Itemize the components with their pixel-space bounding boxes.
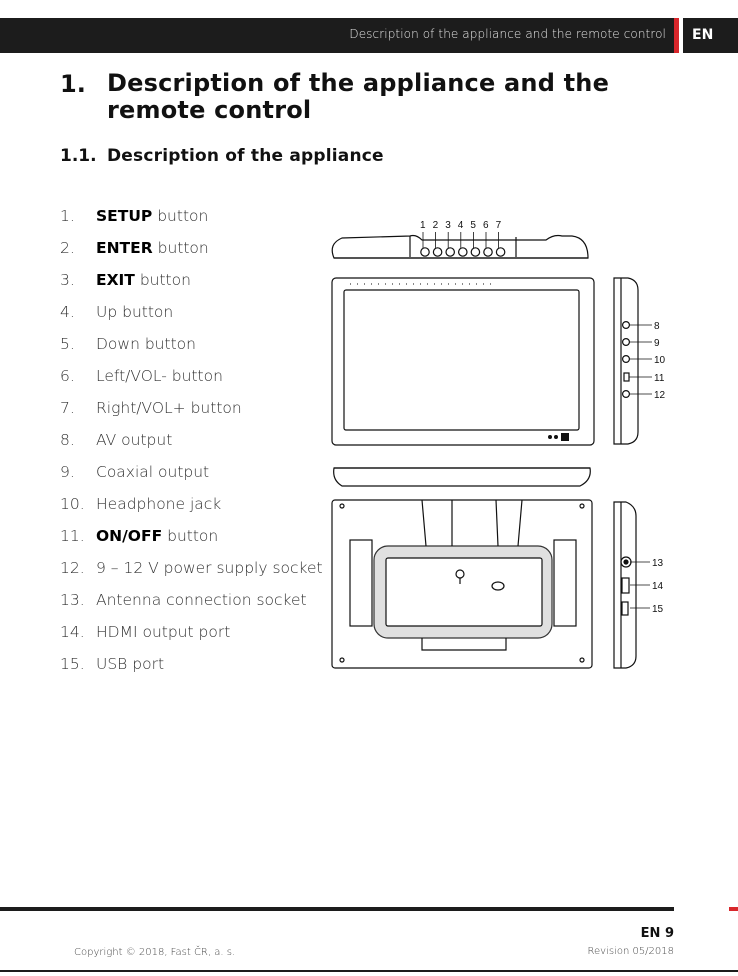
list-item-label: Right/VOL+ button — [96, 399, 242, 417]
callout-label: 13 — [652, 558, 664, 569]
list-item-text: AV output — [96, 431, 173, 449]
list-item-text: Left/VOL- button — [96, 367, 223, 385]
list-item-label: Up button — [96, 303, 173, 321]
list-item-text: button — [152, 207, 209, 225]
list-item-label: Headphone jack — [96, 495, 221, 513]
side-port-mark — [622, 338, 631, 347]
callout-label: 5 — [470, 220, 476, 231]
list-item-text: button — [152, 239, 209, 257]
callout-label: 7 — [496, 220, 502, 231]
list-item-text: HDMI output port — [96, 623, 231, 641]
side-switch-mark — [623, 372, 630, 382]
top-button-mark — [445, 247, 455, 257]
callout-label: 4 — [458, 220, 464, 231]
list-item-number: 12. — [60, 559, 85, 577]
callout-label: 2 — [433, 220, 439, 231]
list-item-bold: SETUP — [96, 207, 153, 225]
callout-label: 1 — [420, 220, 426, 231]
list-item-text: Down button — [96, 335, 196, 353]
list-item-label: ON/OFF button — [96, 527, 218, 545]
side-port-mark — [622, 390, 631, 399]
list-item-number: 1. — [60, 207, 75, 225]
top-view-drawing — [331, 232, 589, 259]
list-item-label: USB port — [96, 655, 164, 673]
list-item-number: 14. — [60, 623, 85, 641]
list-item-number: 5. — [60, 335, 75, 353]
list-item-number: 7. — [60, 399, 75, 417]
callout-label: 8 — [654, 321, 660, 332]
list-item-text: 9 – 12 V power supply socket — [96, 559, 323, 577]
list-item-bold: ON/OFF — [96, 527, 163, 545]
top-button-mark — [483, 247, 493, 257]
callout-label: 15 — [652, 604, 664, 615]
list-item-number: 2. — [60, 239, 75, 257]
list-item-label: Down button — [96, 335, 196, 353]
list-item-label: Antenna connection socket — [96, 591, 307, 609]
list-item-label: Coaxial output — [96, 463, 209, 481]
callout-label: 12 — [654, 390, 666, 401]
revision-text: Revision 05/2018 — [587, 946, 674, 957]
bottom-view-drawing — [333, 467, 591, 487]
header-bar: Description of the appliance and the rem… — [0, 18, 674, 53]
list-item-text: Antenna connection socket — [96, 591, 307, 609]
footer-accent-stripe — [729, 907, 738, 911]
list-item-text: Coaxial output — [96, 463, 210, 481]
language-badge: EN — [683, 18, 738, 53]
back-view-drawing — [331, 499, 593, 669]
list-item-text: Right/VOL+ button — [96, 399, 242, 417]
list-item-number: 13. — [60, 591, 85, 609]
top-button-mark — [432, 247, 443, 257]
list-item-number: 11. — [60, 527, 85, 545]
list-item-number: 4. — [60, 303, 75, 321]
top-button-mark — [458, 247, 468, 257]
heading1-number: 1. — [60, 70, 86, 98]
heading2-title: Description of the appliance — [107, 146, 384, 166]
callout-label: 3 — [445, 220, 451, 231]
top-button-mark — [470, 247, 481, 257]
footer-rule — [0, 907, 674, 911]
list-item-label: 9 – 12 V power supply socket — [96, 559, 323, 577]
list-item-bold: EXIT — [96, 271, 135, 289]
heading2-number: 1.1. — [60, 146, 97, 166]
list-item-number: 3. — [60, 271, 75, 289]
list-item-label: Left/VOL- button — [96, 367, 223, 385]
list-item-label: SETUP button — [96, 207, 208, 225]
side-port-mark — [622, 320, 631, 329]
callout-label: 10 — [654, 355, 666, 366]
heading1-title: Description of the appliance and the rem… — [107, 69, 610, 124]
list-item-text: button — [134, 271, 191, 289]
back-side-view-drawing — [613, 501, 650, 669]
list-item-label: HDMI output port — [96, 623, 230, 641]
list-item-number: 10. — [60, 495, 85, 513]
list-item-number: 9. — [60, 463, 75, 481]
list-item-label: EXIT button — [96, 271, 191, 289]
list-item-number: 8. — [60, 431, 75, 449]
callout-label: 6 — [483, 220, 489, 231]
top-button-mark — [420, 247, 430, 257]
list-item-text: USB port — [96, 655, 165, 673]
callout-label: 11 — [654, 373, 665, 384]
copyright-text: Copyright © 2018, Fast ČR, a. s. — [74, 947, 236, 958]
list-item-text: button — [162, 527, 219, 545]
callout-label: 9 — [654, 338, 660, 349]
front-view-drawing — [331, 277, 595, 446]
header-section-title: Description of the appliance and the rem… — [349, 27, 666, 41]
list-item-text: Up button — [96, 303, 174, 321]
side-view-drawing — [613, 277, 652, 445]
list-item-bold: ENTER — [96, 239, 153, 257]
list-item-number: 6. — [60, 367, 75, 385]
list-item-label: AV output — [96, 431, 172, 449]
callout-label: 14 — [652, 581, 664, 592]
side-port-mark — [622, 355, 631, 364]
header-accent-stripe — [674, 18, 679, 53]
bottom-line — [0, 970, 738, 972]
top-button-mark — [495, 247, 506, 257]
page-number: EN 9 — [640, 926, 674, 941]
list-item-text: Headphone jack — [96, 495, 222, 513]
list-item-number: 15. — [60, 655, 85, 673]
list-item-label: ENTER button — [96, 239, 209, 257]
